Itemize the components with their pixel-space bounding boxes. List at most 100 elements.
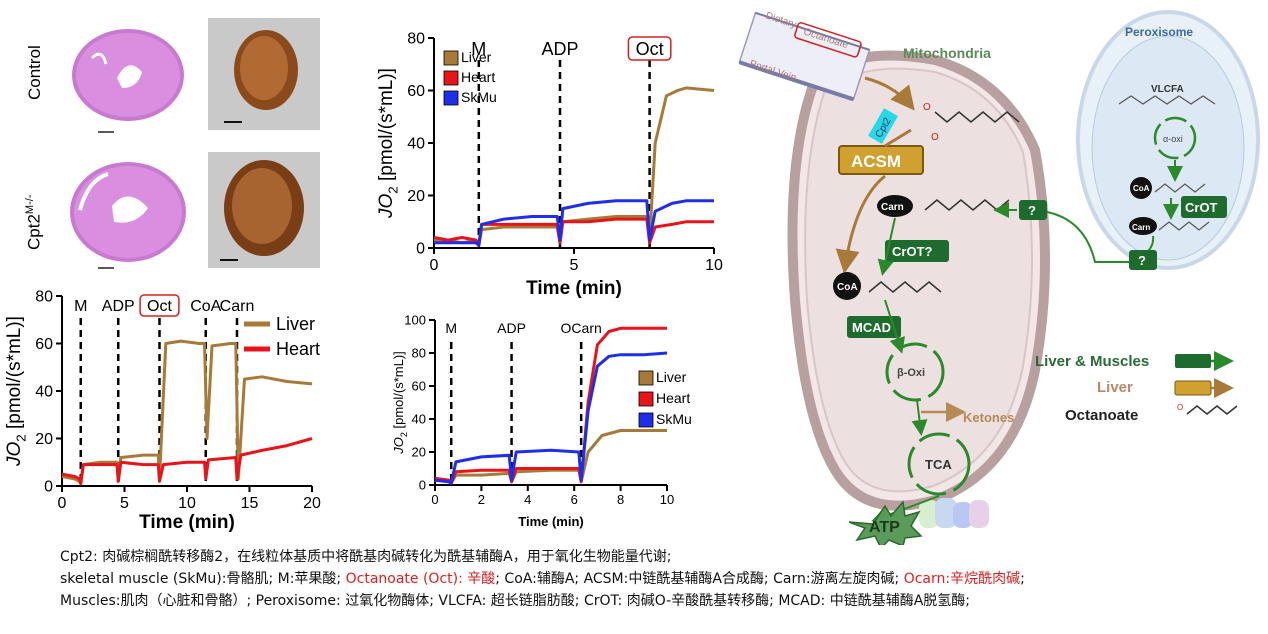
- legend-label: SkMu: [656, 411, 692, 427]
- oxygen-label-bottom: O: [931, 132, 939, 143]
- legend-swatch: [443, 50, 459, 66]
- peroxisome-label: Peroxisome: [1125, 25, 1193, 39]
- control-histology-image: [72, 29, 184, 133]
- marker-label: ADP: [102, 298, 135, 315]
- x-tick-label: 0: [431, 492, 438, 507]
- mcad-label: MCAD: [852, 320, 891, 335]
- marker-label: Oct: [147, 298, 172, 315]
- legend-octanoate: Octanoate: [1065, 407, 1138, 424]
- carn-label: Carn: [881, 202, 904, 213]
- series-line-skmu: [434, 199, 714, 247]
- row-label-cpt2: Cpt2M-/-: [24, 195, 45, 250]
- peroxisome-coa-node: [1130, 177, 1152, 199]
- diagram-legend: Liver & Muscles Liver Octanoate O: [1035, 351, 1238, 424]
- ketones-label: Ketones: [963, 410, 1014, 425]
- y-tick-label: 0: [416, 241, 425, 258]
- y-tick-label: 0: [419, 478, 426, 493]
- x-axis-label: Time (min): [518, 514, 584, 529]
- y-tick-label: 80: [407, 31, 425, 48]
- metabolism-diagram: Mitochondria Peroxisome Dietary Octanoat…: [738, 10, 1260, 545]
- legend-label: Heart: [461, 69, 495, 85]
- caption-line-2b: Octanoate (Oct): 辛酸: [345, 571, 496, 587]
- crot-box: [1181, 196, 1227, 218]
- marker-label: ADP: [541, 39, 578, 59]
- marker-label: CoA: [190, 298, 221, 315]
- legend-label: Liver: [276, 314, 315, 334]
- caption-line-2a: skeletal muscle (SkMu):骨骼肌; M:苹果酸;: [60, 571, 346, 587]
- legend-label: Liver: [656, 369, 687, 385]
- legend-label: Heart: [276, 339, 320, 359]
- x-tick-label: 10: [705, 257, 723, 274]
- carn-node: [877, 195, 913, 217]
- y-tick-label: 40: [412, 412, 426, 427]
- caption-line-2e: ;: [1020, 571, 1025, 587]
- y-tick-label: 40: [407, 136, 425, 153]
- legend-label: SkMu: [461, 89, 497, 105]
- x-tick-label: 2: [478, 492, 485, 507]
- tca-label: TCA: [925, 457, 952, 472]
- marker-label: OCarn: [561, 320, 602, 336]
- legend-swatch: [443, 70, 459, 86]
- legend-label: Heart: [656, 390, 690, 406]
- transport-question-1: ?: [1028, 203, 1036, 218]
- legend-liver: Liver: [1097, 379, 1133, 396]
- row-label-cpt2-sup: M-/-: [24, 194, 36, 215]
- peroxisome-carn-node: [1129, 217, 1157, 235]
- marker-label: Oct: [636, 39, 664, 59]
- x-tick-label: 6: [571, 492, 578, 507]
- marker-label: M: [74, 298, 87, 315]
- x-tick-label: 20: [303, 495, 321, 512]
- crot-q-label: CrOT?: [892, 244, 933, 259]
- legend-swatch: [638, 370, 654, 386]
- coa-node: [833, 272, 861, 300]
- y-tick-label: 60: [35, 336, 53, 353]
- tca-cycle: [907, 432, 971, 496]
- peroxisome-coa-label: CoA: [1133, 184, 1150, 193]
- transport-question-box-2: [1129, 250, 1157, 270]
- octanoate-molecule: [934, 111, 1020, 123]
- mcad-box: [847, 316, 901, 338]
- atp-star: [848, 500, 923, 545]
- marker-label: ADP: [497, 320, 526, 336]
- row-label-cpt2-text: Cpt2: [24, 214, 44, 250]
- y-axis-label: JO2 [pmol/(s*mL)]: [391, 351, 409, 455]
- legend-swatch: [443, 90, 459, 106]
- series-line-heart: [61, 437, 313, 486]
- legend-oxygen: O: [1177, 403, 1183, 412]
- vlcfa-label: VLCFA: [1151, 84, 1184, 95]
- x-tick-label: 5: [120, 495, 129, 512]
- beta-oxi-cycle: [885, 342, 945, 402]
- series-line-liver: [434, 429, 667, 485]
- y-tick-label: 60: [412, 379, 426, 394]
- alpha-oxi-label: α-oxi: [1163, 134, 1183, 144]
- alpha-oxi-cycle: [1153, 116, 1197, 160]
- y-axis-label: JO2 [pmol/(s*mL)]: [376, 68, 401, 219]
- x-tick-label: 10: [178, 495, 196, 512]
- y-axis-label: JO2 [pmol/(s*mL)]: [4, 316, 29, 467]
- legend-label: Liver: [461, 49, 492, 65]
- marker-box: [139, 294, 180, 317]
- y-tick-label: 20: [412, 445, 426, 460]
- y-tick-label: 80: [35, 289, 53, 306]
- x-tick-label: 10: [660, 492, 674, 507]
- x-tick-label: 8: [617, 492, 624, 507]
- marker-box: [627, 36, 672, 61]
- row-label-control: Control: [25, 45, 44, 100]
- cpt2-histology-image: [70, 162, 186, 269]
- x-axis-label: Time (min): [526, 278, 622, 299]
- y-tick-label: 80: [412, 346, 426, 361]
- acsm-label: ACSM: [851, 152, 901, 171]
- marker-label: M: [471, 39, 486, 59]
- marker-label: Carn: [220, 298, 255, 315]
- caption-line-1: Cpt2: 肉碱棕榈酰转移酶2，在线粒体基质中将酰基肉碱转化为酰基辅酶A，用于氧…: [60, 549, 672, 565]
- acsm-box: [838, 145, 924, 175]
- crot-label: CrOT: [1185, 200, 1218, 215]
- electron-transport-chain: [919, 498, 989, 528]
- legend-swatch: [638, 391, 654, 407]
- y-tick-label: 0: [44, 479, 53, 496]
- marker-label: M: [445, 320, 457, 336]
- legend-liver-muscles: Liver & Muscles: [1035, 353, 1149, 370]
